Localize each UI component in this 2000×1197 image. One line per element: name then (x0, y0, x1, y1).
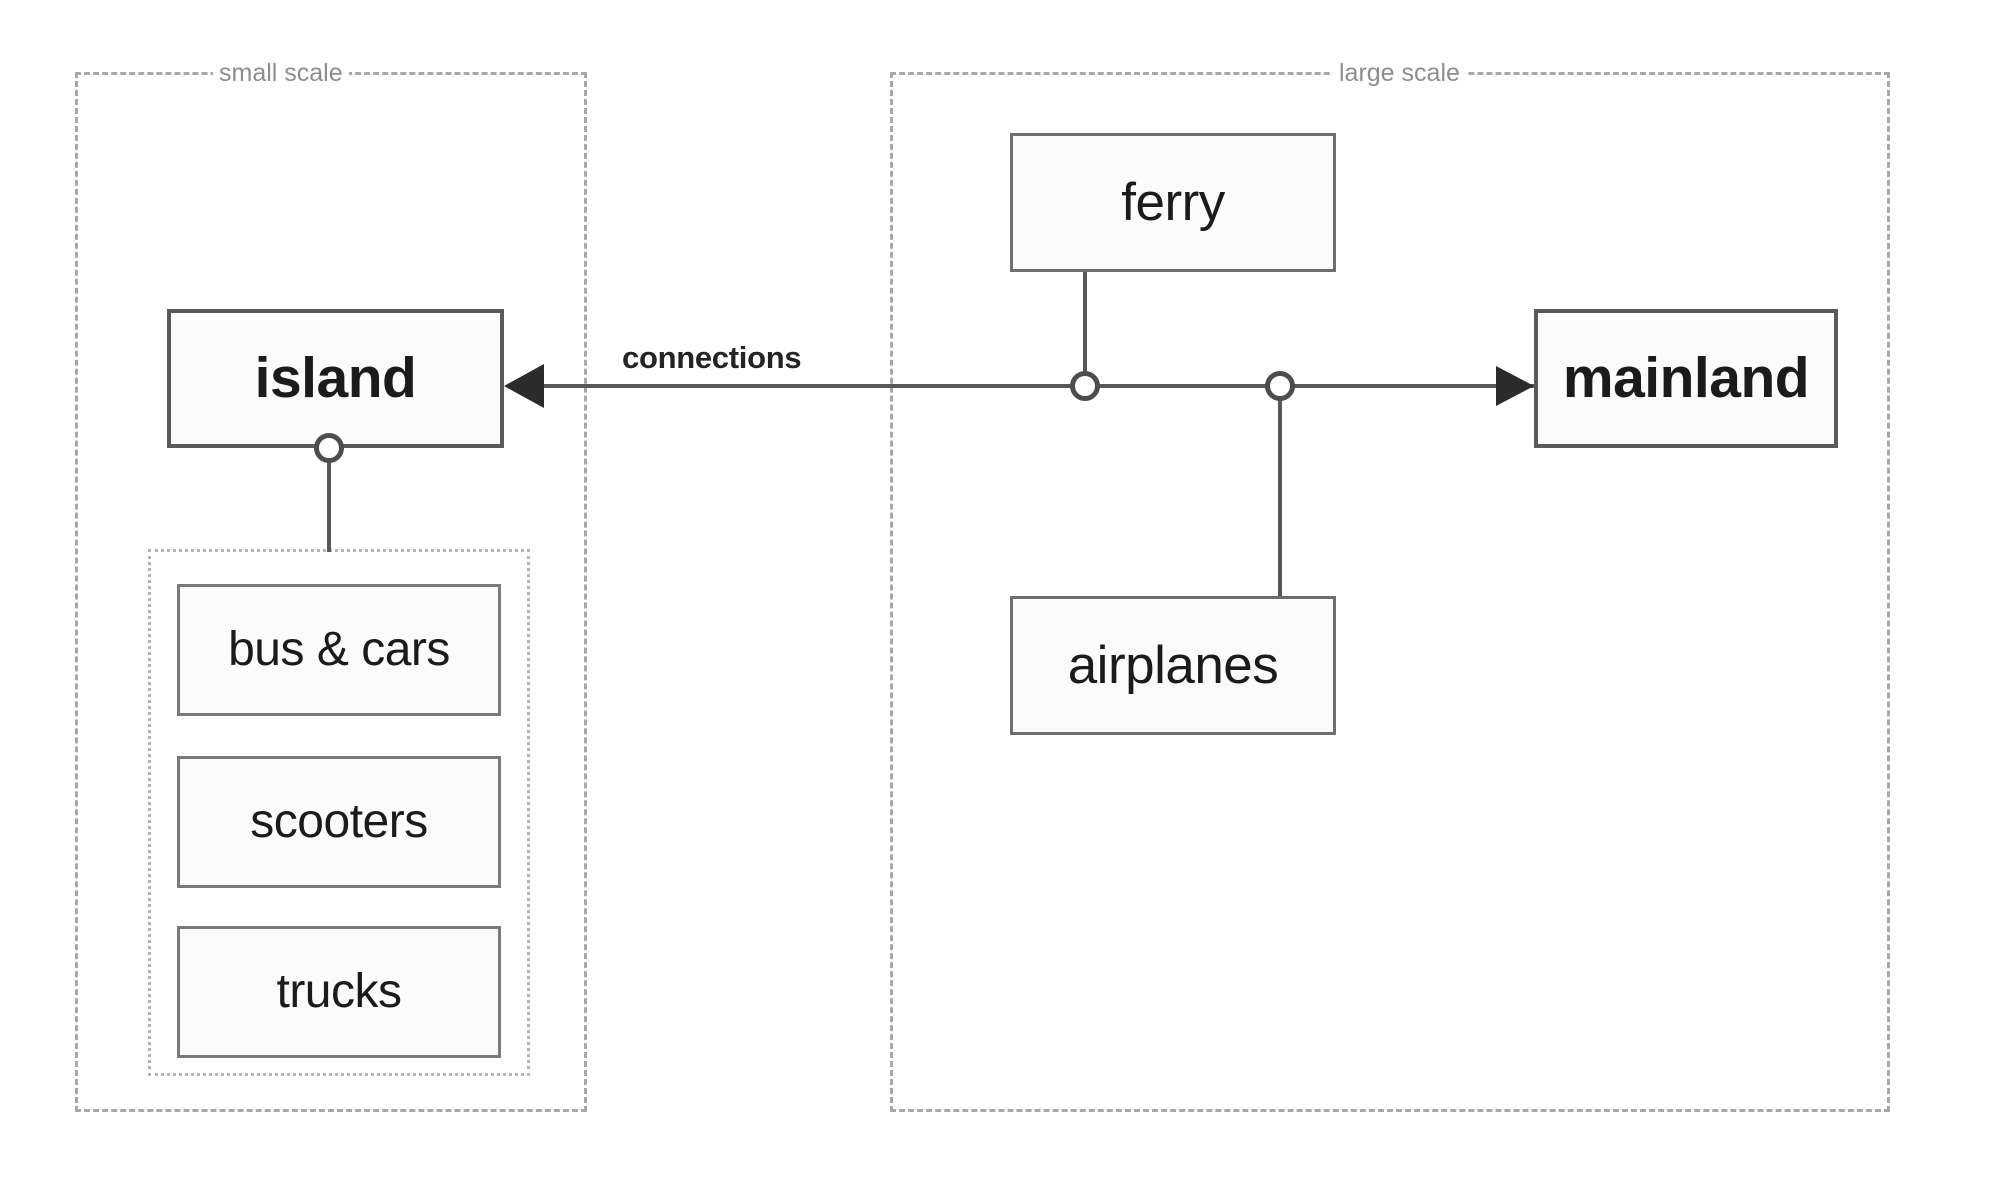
group-small-scale: small scale (75, 58, 587, 1112)
edge-connections-line (540, 384, 1540, 388)
node-island[interactable]: island (167, 309, 504, 448)
group-island-vehicles (148, 549, 530, 1076)
connector-dot-airplanes (1265, 371, 1295, 401)
group-large-scale-label: large scale (1333, 58, 1466, 88)
node-airplanes-label: airplanes (1067, 636, 1279, 695)
group-large-scale: large scale (890, 58, 1890, 1112)
node-island-label: island (254, 346, 417, 410)
node-trucks[interactable]: trucks (177, 926, 501, 1058)
edge-island-vehicles-link (327, 448, 331, 552)
connector-dot-island (314, 433, 344, 463)
node-airplanes[interactable]: airplanes (1010, 596, 1336, 735)
node-scooters-label: scooters (250, 795, 428, 848)
node-ferry[interactable]: ferry (1010, 133, 1336, 272)
edge-connections-arrowhead-island (504, 364, 544, 408)
group-small-scale-label: small scale (213, 58, 349, 88)
node-mainland[interactable]: mainland (1534, 309, 1838, 448)
edge-connections-arrowhead-mainland (1496, 366, 1534, 406)
edge-ferry-link (1083, 270, 1087, 390)
node-trucks-label: trucks (276, 965, 402, 1018)
node-mainland-label: mainland (1562, 346, 1810, 410)
node-bus-and-cars-label: bus & cars (228, 623, 450, 676)
edge-airplanes-link (1278, 384, 1282, 598)
connector-dot-ferry (1070, 371, 1100, 401)
edge-connections-label: connections (618, 340, 806, 376)
node-ferry-label: ferry (1121, 173, 1225, 232)
node-bus-and-cars[interactable]: bus & cars (177, 584, 501, 716)
node-scooters[interactable]: scooters (177, 756, 501, 888)
